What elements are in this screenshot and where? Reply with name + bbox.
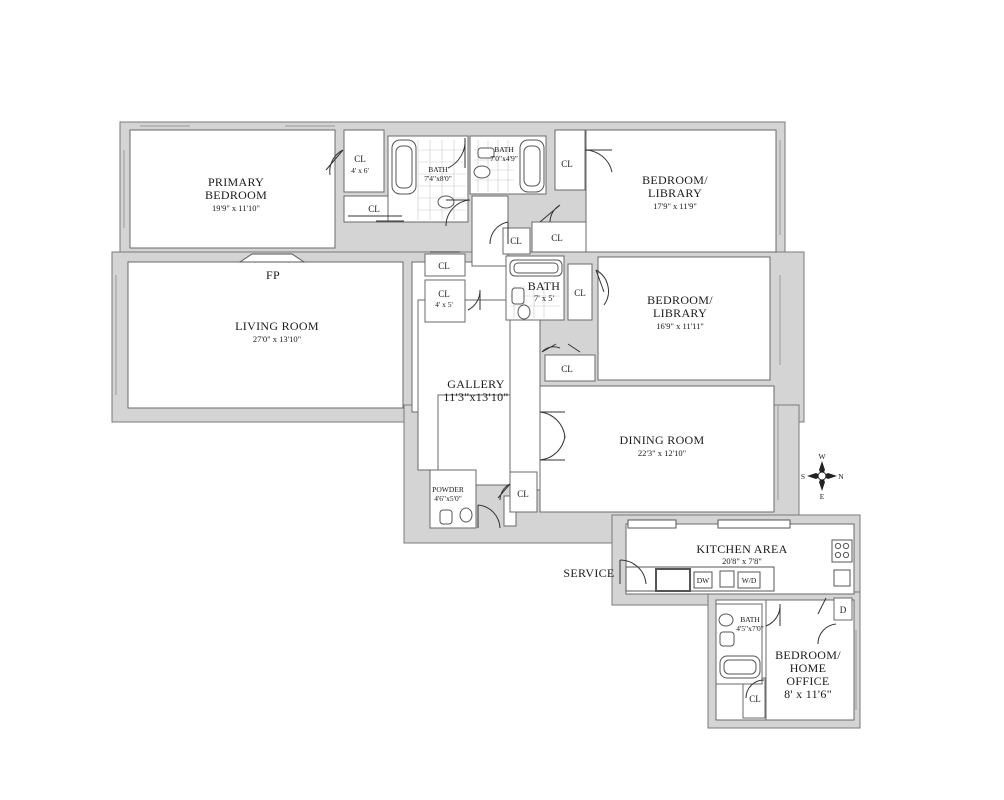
- powder-dim: 4'6"x5'0": [434, 494, 462, 503]
- living-room-label: LIVING ROOM: [235, 319, 319, 333]
- compass-icon: W E S N: [801, 452, 844, 501]
- bath-2-label: BATH: [494, 145, 514, 154]
- kitchen-dim: 20'8" x 7'8": [722, 556, 762, 566]
- closet-label: CL: [749, 694, 761, 704]
- compass-n: N: [838, 472, 844, 481]
- powder-label: POWDER: [432, 485, 464, 494]
- service-label: SERVICE: [563, 566, 614, 580]
- closet-label: CL: [354, 154, 366, 164]
- closet-label: CL: [551, 233, 563, 243]
- office-label-1: BEDROOM/: [775, 648, 841, 662]
- dining-room-label: DINING ROOM: [620, 433, 705, 447]
- closet-rails: [348, 215, 460, 253]
- gallery-dim: 11'3"x13'10": [443, 390, 508, 404]
- bed-library-1-label-1: BEDROOM/: [642, 173, 708, 187]
- living-room-dim: 27'0" x 13'10": [253, 334, 301, 344]
- room-interiors: [127, 129, 855, 721]
- closet-dining: [509, 471, 538, 513]
- bath-3-dim: 7' x 5': [534, 293, 555, 303]
- closet-label: CL: [561, 364, 573, 374]
- primary-bedroom-label-1: PRIMARY: [208, 175, 264, 189]
- closet-label: CL: [574, 288, 586, 298]
- staff-bath-dim: 4'5"x7'0": [736, 624, 764, 633]
- closet-dim: 4' x 6': [351, 166, 369, 175]
- washer-dryer-label: W/D: [742, 576, 757, 585]
- primary-bedroom-label-2: BEDROOM: [205, 188, 267, 202]
- office-dim: 8' x 11'6": [784, 687, 832, 701]
- closet-labels: CL 4' x 6' CL CL CL CL CL CL 4' x 5' CL …: [351, 154, 761, 704]
- office-label-2: HOME: [790, 661, 827, 675]
- closet-bed-library-1: [554, 129, 586, 191]
- office-label-3: OFFICE: [786, 674, 829, 688]
- primary-bath-dim: 7'4"x8'0": [424, 174, 452, 183]
- closet-label: CL: [561, 159, 573, 169]
- dryer-closet: [833, 597, 853, 621]
- closet-dim: 4' x 5': [435, 300, 453, 309]
- appliance-labels: DW W/D D: [693, 571, 847, 615]
- fireplace-label: FP: [266, 268, 280, 282]
- fireplace: [238, 253, 306, 263]
- closet-label: CL: [438, 289, 450, 299]
- bed-library-2-dim: 16'9" x 11'11": [656, 321, 704, 331]
- compass-e: E: [820, 492, 825, 501]
- staff-bath-label: BATH: [740, 615, 760, 624]
- closet-label: CL: [438, 261, 450, 271]
- bed-library-1-dim: 17'9" x 11'9": [653, 201, 697, 211]
- dryer-label: D: [840, 605, 847, 615]
- closet-label: CL: [517, 489, 529, 499]
- dining-room-dim: 22'3" x 12'10": [638, 448, 686, 458]
- gallery-label: GALLERY: [447, 377, 504, 391]
- closet-living-a: [424, 253, 466, 277]
- closet-label: CL: [368, 204, 380, 214]
- bed-library-2-label-2: LIBRARY: [653, 306, 707, 320]
- closet-living-b: [424, 279, 466, 323]
- windows: [115, 125, 857, 710]
- bed-library-2-label-1: BEDROOM/: [647, 293, 713, 307]
- compass-w: W: [818, 452, 826, 461]
- closet-label: CL: [510, 236, 522, 246]
- primary-bedroom-dim: 19'9" x 11'10": [212, 203, 260, 213]
- closet-bed-library-2: [567, 263, 593, 321]
- closet-hall-b: [531, 221, 587, 253]
- room-labels: PRIMARY BEDROOM 19'9" x 11'10" FP LIVING…: [205, 145, 841, 701]
- closet-gallery: [544, 354, 596, 382]
- door-swings: [325, 137, 837, 699]
- fixtures: [391, 139, 761, 679]
- closet-primary-walk-in: [343, 129, 385, 193]
- compass-s: S: [801, 472, 805, 481]
- bed-library-1-label-2: LIBRARY: [648, 186, 702, 200]
- dishwasher-label: DW: [697, 576, 710, 585]
- bath-3-label: BATH: [528, 279, 561, 293]
- primary-bath-label: BATH: [428, 165, 448, 174]
- bath-2-dim: 7'0"x4'9": [490, 154, 518, 163]
- kitchen-label: KITCHEN AREA: [696, 542, 787, 556]
